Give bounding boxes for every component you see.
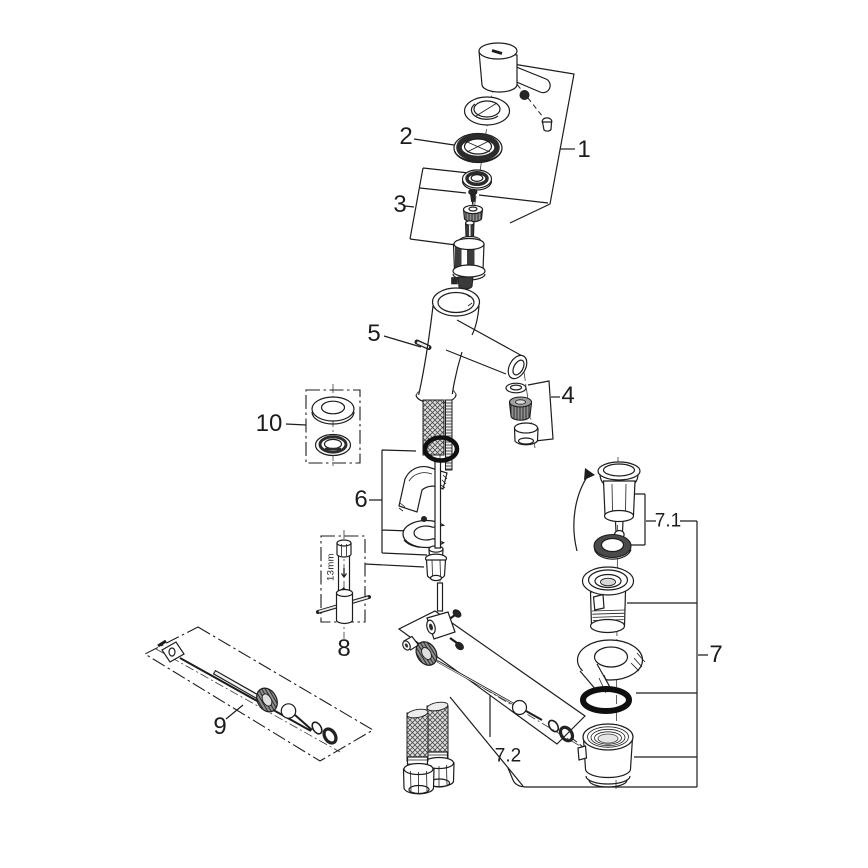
callout-label-7-2: 7.2: [494, 745, 522, 767]
drain-flange: [581, 566, 635, 634]
socket-tool-box: [316, 535, 425, 625]
mounting-group: [369, 435, 460, 582]
mounting-nut: [424, 545, 448, 582]
set-screw: [519, 90, 530, 101]
spout-bottom-edge: [445, 349, 507, 375]
cover-ring-group: [413, 96, 511, 164]
aerator-insert: [508, 396, 533, 421]
threaded-stud: [445, 399, 453, 471]
popup-vertical-rod: [436, 582, 444, 612]
callout-label-6: 6: [354, 486, 368, 513]
socket-tool: [316, 539, 371, 625]
callout-label-1: 1: [577, 136, 591, 163]
tool-to-nut-leader: [364, 563, 425, 568]
drain-plug: [597, 461, 641, 540]
drain-wedge-gasket: [576, 639, 646, 701]
rod-nut-ring: [558, 725, 575, 743]
drain-assembly-group: [573, 461, 708, 788]
cartridge-nut: [462, 204, 484, 223]
callout-label-10: 10: [255, 410, 283, 437]
supply-hoses: [402, 701, 455, 795]
callout-10-leader: [285, 423, 307, 426]
callout-3-leader: [404, 205, 415, 208]
callout-5-leader: [383, 335, 422, 348]
callout-label-7: 7: [709, 641, 723, 668]
callout-2-leader: [413, 138, 455, 146]
callout-label-3: 3: [393, 191, 407, 218]
kit-rod: [179, 657, 312, 732]
callout-label-5: 5: [367, 320, 381, 347]
callout-label-8: 8: [337, 635, 351, 662]
handle-body: [478, 50, 518, 93]
aerator-group: [505, 380, 560, 446]
drain-o-ring: [580, 686, 632, 714]
cartridge-screw: [468, 188, 478, 205]
aerator-shell: [513, 422, 539, 446]
kit-washer: [311, 396, 355, 425]
spout-top-edge: [456, 319, 526, 359]
tool-size-label: 13mm: [325, 553, 337, 581]
callout-7-2-leader: [507, 767, 697, 788]
handle-assembly-group: [478, 42, 575, 224]
rod-kit-box: [143, 626, 375, 762]
callout-label-7-1: 7.1: [654, 510, 682, 532]
rotation-arrow: [573, 473, 590, 552]
washer-kit-box: [285, 389, 361, 464]
callout-9-leader: [225, 704, 244, 720]
plug-seal-ring: [593, 533, 632, 560]
rod-ball: [511, 699, 528, 716]
popup-rod-assembly: [397, 582, 697, 788]
cartridge-group: [404, 167, 549, 290]
callout-label-2: 2: [399, 123, 413, 150]
rod-clamp-block: [426, 609, 464, 651]
kit-nut-ring: [322, 727, 338, 745]
kit-ball: [280, 703, 297, 719]
drain-waste-body: [577, 723, 634, 788]
kit-horseshoe-gasket: [314, 433, 352, 457]
rod-cone-fitting: [402, 635, 420, 651]
ceramic-cartridge: [451, 220, 486, 290]
kit-o-ring: [311, 721, 323, 735]
base-o-ring: [422, 435, 460, 463]
faucet-body-group: [383, 287, 528, 405]
callout-label-9: 9: [213, 713, 227, 740]
rod-o-ring: [547, 719, 560, 733]
callout-label-4: 4: [561, 382, 575, 409]
mounting-rod: [434, 460, 442, 549]
supply-hose-left: [402, 708, 435, 795]
kit-clevis: [157, 639, 185, 663]
